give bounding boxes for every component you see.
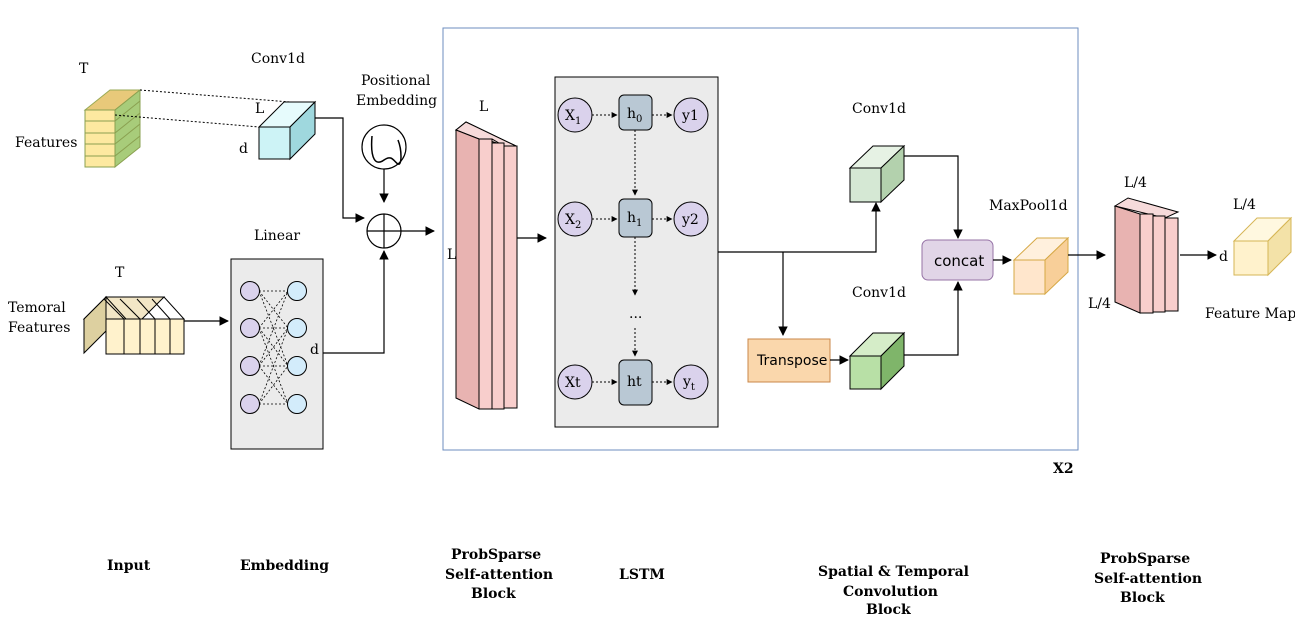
conv1d-cube — [257, 100, 317, 161]
feature-map-cube — [1232, 216, 1293, 277]
features-stack — [83, 88, 142, 169]
conv1d-top-cube — [848, 144, 906, 204]
sine-wave-icon — [361, 124, 407, 170]
linear-output-nodes — [287, 281, 307, 414]
section-probsparse1-1: ProbSparse — [451, 547, 541, 563]
lstm-output-yt-text: yt — [682, 374, 695, 393]
probsparse1-block — [454, 121, 518, 410]
probsparse2-top-label: L/4 — [1124, 175, 1147, 191]
projection-line-bottom — [114, 114, 260, 128]
temporal-t-label: T — [115, 265, 125, 281]
section-stconv-1: Spatial & Temporal — [818, 564, 969, 580]
positional-embedding-label-2: Embedding — [356, 93, 437, 109]
probsparse1-top-l-label: L — [479, 99, 488, 115]
feature-map-d-label: d — [1219, 249, 1228, 265]
lstm-output-y2 — [673, 201, 709, 237]
conv1d-bottom-cube — [848, 331, 906, 391]
lstm-hidden-h1-text: h1 — [627, 210, 642, 229]
section-probsparse2-1: ProbSparse — [1100, 551, 1190, 567]
probsparse1-side-l-label: L — [447, 247, 456, 263]
lstm-input-x1-text: X1 — [565, 108, 581, 127]
section-probsparse2-3: Block — [1120, 590, 1165, 606]
lstm-output-yt — [673, 364, 709, 400]
add-operator-icon — [366, 213, 402, 249]
linear-connections — [258, 290, 289, 405]
lstm-hidden-h0-text: h0 — [627, 106, 642, 125]
temporal-features-stack — [82, 295, 186, 355]
linear-input-nodes — [240, 281, 260, 414]
probsparse2-block — [1113, 197, 1180, 314]
section-embedding: Embedding — [240, 558, 329, 574]
lstm-ellipsis: ... — [629, 306, 642, 322]
features-t-label: T — [79, 61, 89, 77]
repeat-block-border — [442, 27, 1079, 451]
transpose-label: Transpose — [756, 353, 827, 369]
conv1d-d-label: d — [239, 141, 248, 157]
feature-map-label: Feature Map — [1205, 306, 1295, 322]
conv1d-l-label: L — [255, 101, 264, 117]
lstm-output-y1 — [673, 97, 709, 133]
section-probsparse2-2: Self-attention — [1094, 571, 1202, 587]
lstm-output-y1-text: y1 — [681, 108, 699, 124]
section-probsparse1-3: Block — [471, 586, 516, 602]
conv1d-label: Conv1d — [251, 51, 305, 67]
projection-line-top — [139, 89, 291, 103]
concat-label: concat — [934, 252, 984, 270]
probsparse2-side-label: L/4 — [1088, 296, 1111, 312]
lstm-input-x2-text: X2 — [565, 212, 581, 231]
maxpool-label: MaxPool1d — [989, 198, 1068, 214]
linear-d-label: d — [310, 342, 319, 358]
section-input: Input — [107, 558, 151, 574]
stconv-conv1d-bottom-label: Conv1d — [852, 285, 906, 301]
temporal-features-label-1: Temoral — [8, 300, 66, 316]
repeat-count-label: X2 — [1053, 461, 1074, 477]
features-label: Features — [15, 135, 77, 151]
temporal-features-label-2: Features — [8, 320, 70, 336]
section-lstm: LSTM — [619, 567, 665, 583]
stconv-conv1d-top-label: Conv1d — [852, 101, 906, 117]
positional-embedding-label-1: Positional — [361, 73, 431, 89]
linear-label: Linear — [254, 228, 300, 244]
section-stconv-2: Convolution — [843, 584, 938, 600]
maxpool-cube — [1012, 236, 1070, 296]
lstm-output-y2-text: y2 — [681, 212, 699, 228]
section-probsparse1-2: Self-attention — [445, 567, 553, 583]
lstm-input-xt-text: Xt — [565, 375, 581, 391]
section-stconv-3: Block — [866, 602, 911, 618]
lstm-hidden-ht-text: ht — [627, 374, 642, 390]
feature-map-top-label: L/4 — [1233, 197, 1256, 213]
